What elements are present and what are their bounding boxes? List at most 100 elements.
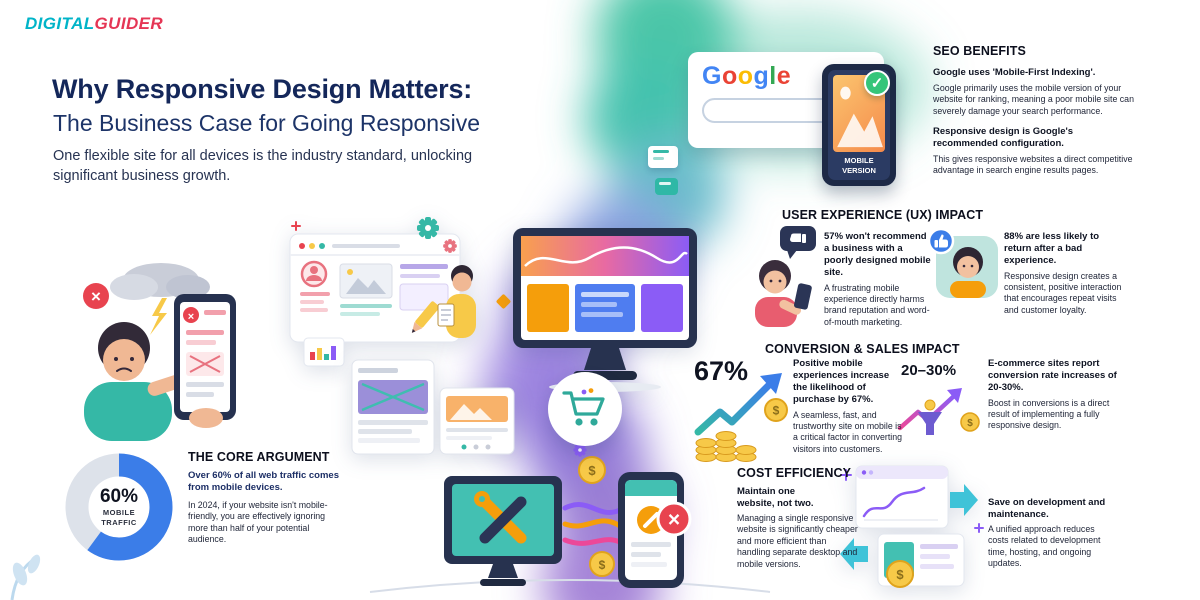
google-letter: G bbox=[702, 62, 722, 90]
thumbs-down-bubble-icon bbox=[780, 226, 816, 259]
dollar-coin-icon: $ bbox=[764, 398, 788, 422]
ux-stat2-bold: 88% are less likely to return after a ba… bbox=[1004, 231, 1100, 266]
responsive-mockups-illustration bbox=[351, 359, 515, 455]
happy-user-illustration bbox=[928, 228, 998, 298]
check-icon: ✓ bbox=[864, 70, 890, 96]
mockup-card-2 bbox=[439, 387, 515, 455]
seo-heading: SEO BENEFITS bbox=[933, 44, 1026, 58]
frown bbox=[116, 367, 132, 372]
seo-point2-bold: Responsive design is Google's recommende… bbox=[933, 126, 1074, 150]
conversion-stat2-text: Boost in conversions is a direct result … bbox=[988, 397, 1110, 431]
conversion-stat2: E-commerce sites report conversion rate … bbox=[988, 358, 1118, 432]
storm-cloud-icon bbox=[110, 263, 210, 335]
site-block-blue bbox=[575, 284, 635, 332]
dollar-coin-icon: $ bbox=[960, 412, 980, 432]
svg-text:$: $ bbox=[967, 418, 973, 429]
maintenance-monitor bbox=[444, 476, 562, 586]
seo-point1-bold: Google uses 'Mobile-First Indexing'. bbox=[933, 67, 1096, 78]
dollar-coin-icon: $ bbox=[578, 456, 606, 484]
woman-face bbox=[763, 270, 787, 294]
image-placeholder-icon bbox=[339, 263, 393, 299]
arrow-left-icon bbox=[840, 538, 868, 570]
ux-stat1: 57% won't recommend a business with a po… bbox=[824, 231, 934, 328]
site-block-purple bbox=[641, 284, 683, 332]
cost-point2-text-wrap: A unified approach reduces costs related… bbox=[988, 524, 1116, 570]
logo-digital: DIGITAL bbox=[25, 14, 95, 33]
google-letter: l bbox=[769, 62, 777, 90]
lightning-icon bbox=[150, 298, 167, 335]
mini-browser-chip-icon bbox=[648, 146, 678, 168]
page-title-sub: The Business Case for Going Responsive bbox=[53, 110, 480, 136]
donut-mobile-segment bbox=[65, 453, 173, 561]
growth-arrow-icon bbox=[694, 380, 774, 436]
mountain-icon bbox=[837, 86, 883, 148]
google-letter: o bbox=[721, 62, 738, 90]
sparkle-icon bbox=[840, 469, 984, 533]
phone-in-hand bbox=[794, 283, 812, 310]
dollar-coin-icon: $ bbox=[589, 551, 615, 577]
cost-point2-bold: Save on development and maintenance. bbox=[988, 497, 1106, 520]
designer-person bbox=[437, 265, 476, 338]
ux-stat2: 88% are less likely to return after a ba… bbox=[1004, 231, 1128, 316]
svg-text:×: × bbox=[668, 509, 680, 532]
website-sync-illustration: $ bbox=[840, 465, 984, 588]
svg-text:$: $ bbox=[588, 463, 596, 478]
arrow-right-icon bbox=[950, 484, 978, 516]
core-text-wrap: In 2024, if your website isn't mobile-fr… bbox=[188, 500, 346, 546]
user-body bbox=[950, 281, 986, 298]
avatar-placeholder-icon bbox=[300, 260, 328, 288]
mobile-version-label: MOBILE VERSION bbox=[842, 156, 876, 175]
gear-icon bbox=[573, 443, 587, 457]
site-block-orange bbox=[527, 284, 569, 332]
broken-site-phone: × bbox=[174, 294, 236, 428]
cost-point2-bold-wrap: Save on development and maintenance. bbox=[988, 497, 1120, 521]
logo-guider: GUIDER bbox=[94, 14, 164, 33]
donut-chart bbox=[65, 453, 173, 561]
error-badge: × bbox=[83, 283, 109, 309]
logo: DIGITALGUIDER bbox=[25, 14, 163, 34]
conversion-heading: CONVERSION & SALES IMPACT bbox=[765, 342, 960, 356]
gear-icon bbox=[443, 239, 457, 253]
svg-text:$: $ bbox=[773, 404, 780, 418]
donut-caption-1: MOBILE bbox=[102, 508, 136, 518]
ux-stat1-bold: 57% won't recommend a business with a po… bbox=[824, 231, 931, 278]
svg-text:×: × bbox=[91, 287, 101, 306]
core-text: In 2024, if your website isn't mobile-fr… bbox=[188, 500, 328, 545]
man-body bbox=[84, 382, 172, 441]
shopping-cart-icon bbox=[562, 388, 605, 426]
section-seo-benefits: SEO BENEFITS Google uses 'Mobile-First I… bbox=[933, 44, 1138, 177]
browser-card-top bbox=[855, 465, 949, 529]
conversion-stat1-value: 67% bbox=[694, 356, 749, 386]
maintenance-phone bbox=[618, 472, 684, 588]
frustrated-man-illustration: × × bbox=[83, 263, 236, 441]
intro-text: One flexible site for all devices is the… bbox=[53, 148, 473, 184]
arrowhead-icon bbox=[760, 373, 782, 394]
monitor-stand bbox=[584, 348, 626, 370]
cost-point1-bold-wrap: Maintain one website, not two. bbox=[737, 486, 829, 510]
core-heading: THE CORE ARGUMENT bbox=[188, 450, 330, 464]
google-letter: g bbox=[753, 62, 770, 90]
maintenance-illustration: × $ $ bbox=[444, 443, 692, 588]
mini-bar-chart-card bbox=[303, 337, 345, 367]
screwdriver-icon bbox=[479, 496, 527, 544]
pencil-icon bbox=[411, 301, 440, 333]
mini-browser-chip-icon bbox=[655, 178, 678, 195]
connection-pipes bbox=[562, 502, 623, 546]
core-bold-wrap: Over 60% of all web traffic comes from m… bbox=[188, 470, 346, 494]
cost-point1-bold: Maintain one website, not two. bbox=[737, 486, 814, 509]
cost-point1-text-wrap: Managing a single responsive website is … bbox=[737, 513, 859, 570]
google-letter: o bbox=[737, 62, 754, 90]
designer-wireframe-illustration bbox=[289, 217, 476, 367]
conversion-stat1: Positive mobile experiences increase the… bbox=[793, 358, 905, 455]
thumbs-up-icon bbox=[928, 228, 955, 255]
core-bold: Over 60% of all web traffic comes from m… bbox=[188, 470, 340, 493]
google-letter: e bbox=[776, 62, 792, 90]
svg-text:×: × bbox=[188, 311, 194, 323]
desktop-monitor-illustration bbox=[513, 228, 697, 392]
svg-text:$: $ bbox=[599, 558, 606, 572]
conversion-stat2-bold: E-commerce sites report conversion rate … bbox=[988, 358, 1117, 393]
conversion-stat1-bold: Positive mobile experiences increase the… bbox=[793, 358, 890, 405]
ground-line bbox=[369, 579, 771, 593]
